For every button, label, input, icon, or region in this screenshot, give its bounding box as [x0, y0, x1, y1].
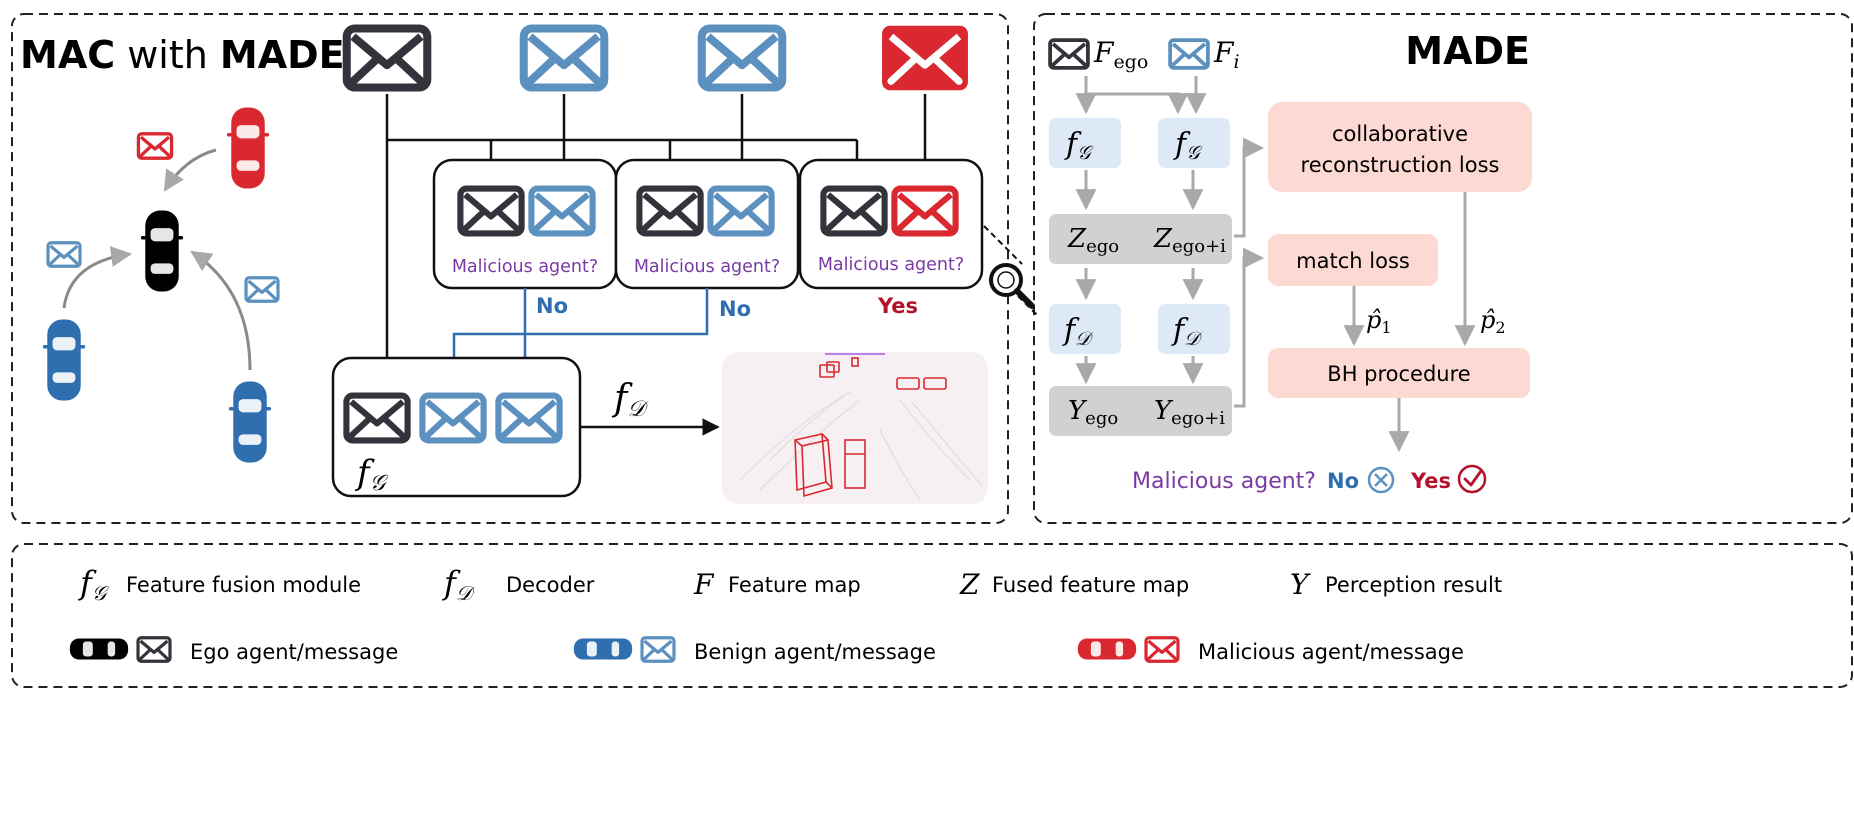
svg-text:Fego: Fego: [1093, 36, 1148, 73]
decoder-label: f𝒟: [611, 378, 649, 422]
legend-fused-feature-map: Z Fused feature map: [959, 568, 1189, 601]
y-ego: Yego: [1068, 396, 1118, 429]
benign-car-left: [42, 319, 86, 401]
made-flow-arrows: [1075, 76, 1476, 453]
z-ego: Zego: [1067, 224, 1119, 257]
right-panel-title: MADE: [1405, 29, 1530, 73]
malicious-car-icon: [1077, 638, 1137, 660]
benign-message-icon: [1168, 38, 1210, 70]
collaborative-reconstruction-loss-box: collaborative reconstruction loss: [1268, 102, 1532, 192]
svg-text:Y: Y: [1290, 568, 1311, 601]
benign-message-icon-right: [244, 276, 280, 303]
made-question: Malicious agent?: [1132, 469, 1316, 494]
bh-procedure-box: BH procedure: [1268, 348, 1530, 398]
made-yes-label: Yes: [1410, 469, 1451, 493]
legend-feature-map: F Feature map: [693, 568, 861, 601]
left-panel-title: MAC with MADE: [20, 33, 345, 77]
decoder-ego: f𝒟: [1049, 304, 1121, 354]
no-label-1: No: [536, 294, 568, 318]
legend: f𝒢 Feature fusion module f𝒟 Decoder F Fe…: [69, 564, 1502, 664]
ego-message-icon: [136, 636, 172, 663]
perception-output-image: [722, 352, 988, 504]
no-label-2: No: [719, 297, 751, 321]
benign-car-right: [228, 381, 272, 463]
yes-label: Yes: [877, 294, 918, 318]
cross-icon: [1367, 466, 1395, 494]
fusion-module-ego: f𝒢: [1049, 118, 1121, 168]
svg-text:Z: Z: [959, 568, 980, 601]
zoom-connector-1: [983, 225, 1023, 265]
legend-decoder: f𝒟 Decoder: [442, 564, 595, 605]
arrow-benign-right-to-ego: [190, 250, 252, 371]
ego-car: [140, 210, 184, 292]
svg-text:Ego agent/message: Ego agent/message: [190, 640, 398, 664]
title-mac: MAC: [20, 33, 115, 77]
svg-text:Benign agent/message: Benign agent/message: [694, 640, 936, 664]
svg-text:Decoder: Decoder: [506, 573, 595, 597]
fusion-module-collab: f𝒢: [1158, 118, 1230, 168]
group1-question: Malicious agent?: [452, 257, 598, 277]
car-scene: [42, 107, 280, 463]
svg-text:match loss: match loss: [1296, 249, 1410, 273]
benign-message-top-1: [524, 28, 605, 87]
svg-text:Feature fusion module: Feature fusion module: [126, 573, 361, 597]
svg-text:Malicious agent/message: Malicious agent/message: [1198, 640, 1464, 664]
svg-text:Perception result: Perception result: [1325, 573, 1502, 597]
made-no-label: No: [1327, 469, 1359, 493]
y-ego-plus-i: Yego+i: [1154, 396, 1225, 429]
detection-group-2: Malicious agent?: [614, 158, 800, 290]
benign-message-top-2: [702, 28, 783, 87]
legend-fusion-module: f𝒢 Feature fusion module: [78, 564, 361, 605]
benign-message-icon: [640, 636, 676, 663]
legend-malicious-agent: Malicious agent/message: [1077, 636, 1464, 664]
svg-text:collaborative: collaborative: [1332, 122, 1468, 146]
detection-group-1: Malicious agent?: [432, 158, 618, 290]
arrow-benign-left-to-ego: [62, 246, 133, 309]
legend-ego-agent: Ego agent/message: [69, 636, 398, 664]
perception-result-row: Yego Yego+i: [1049, 386, 1232, 436]
check-icon: [1457, 464, 1487, 494]
ego-message-icon: [1048, 38, 1090, 70]
p-hat-1: p̂1: [1366, 306, 1392, 337]
fused-feature-row: Zego Zego+i: [1049, 214, 1232, 264]
svg-text:Feature map: Feature map: [728, 573, 861, 597]
svg-text:Fused feature map: Fused feature map: [992, 573, 1189, 597]
svg-text:F: F: [693, 568, 715, 601]
legend-perception-result: Y Perception result: [1290, 568, 1502, 601]
ego-car-icon: [69, 638, 129, 660]
benign-car-icon: [573, 638, 633, 660]
legend-benign-agent: Benign agent/message: [573, 636, 936, 664]
svg-text:f𝒢: f𝒢: [78, 564, 110, 605]
input-ego: Fego: [1048, 36, 1148, 73]
p-hat-2: p̂2: [1480, 306, 1506, 337]
group2-question: Malicious agent?: [634, 257, 780, 277]
arrow-malicious-to-ego: [163, 148, 217, 192]
malicious-message-icon: [136, 132, 174, 160]
z-ego-plus-i: Zego+i: [1153, 224, 1226, 257]
title-made: MADE: [220, 33, 345, 77]
input-i: Fi: [1168, 36, 1240, 73]
svg-text:f𝒟: f𝒟: [442, 564, 476, 605]
svg-text:reconstruction loss: reconstruction loss: [1301, 153, 1500, 177]
match-loss-box: match loss: [1268, 234, 1438, 286]
ego-message-top: [347, 28, 428, 87]
title-with: with: [115, 33, 220, 77]
magnifier-icon: [989, 263, 1035, 309]
group3-question: Malicious agent?: [818, 255, 964, 275]
legend-panel-border: [11, 543, 1853, 688]
right-panel-border: [1033, 13, 1853, 524]
benign-message-icon-left: [46, 241, 82, 268]
malicious-car: [226, 107, 270, 189]
svg-text:BH procedure: BH procedure: [1327, 362, 1470, 386]
malicious-message-icon: [1144, 636, 1180, 663]
svg-text:Fi: Fi: [1213, 36, 1240, 73]
malicious-message-top: [882, 26, 968, 90]
fusion-box: f𝒢: [331, 356, 582, 498]
decoder-collab: f𝒟: [1158, 304, 1230, 354]
detection-group-3: Malicious agent?: [798, 158, 984, 290]
